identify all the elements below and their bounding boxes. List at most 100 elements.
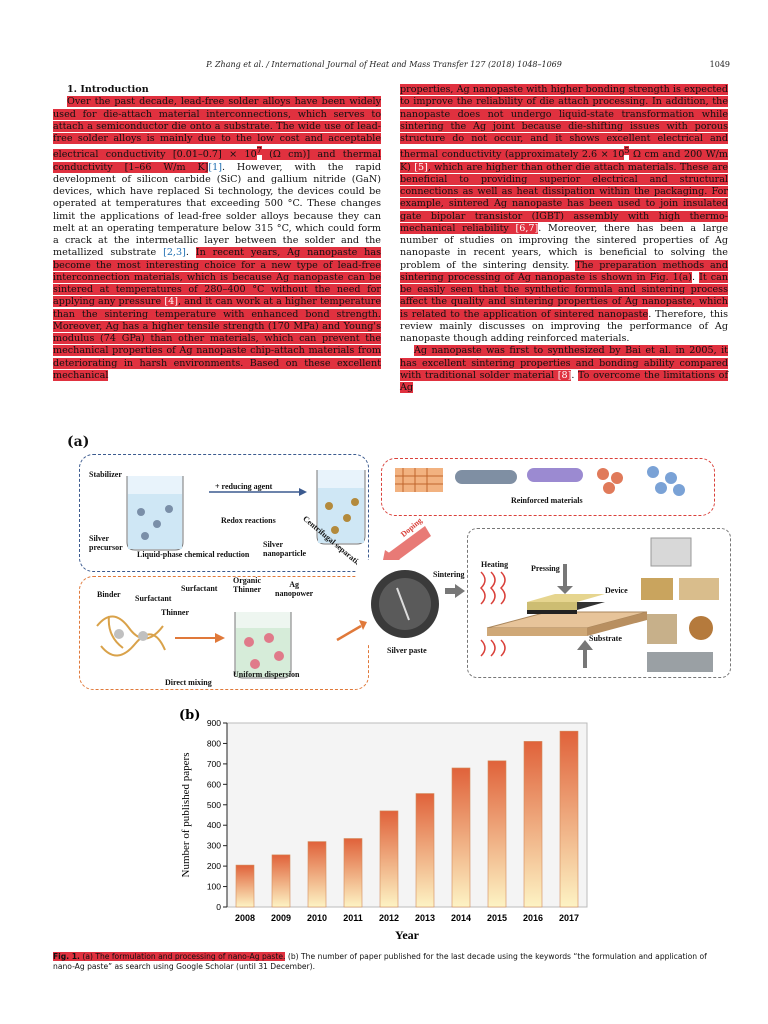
journal-citation: P. Zhang et al. / International Journal … [206,60,562,69]
intro-paragraph-1: Over the past decade, lead-free solder a… [53,96,381,382]
highlight: Over the past decade, lead-free solder a… [53,96,381,161]
device-photo [650,537,692,567]
body-text: . However, with the rapid development of… [53,161,381,259]
body-text: . Moreover, there has been a large numbe… [400,222,728,271]
section-heading: 1. Introduction [67,84,149,95]
running-header: P. Zhang et al. / International Journal … [0,60,768,74]
beaker-icon [316,470,366,545]
label-direct-mixing: Direct mixing [165,678,212,687]
highlight: , and it can work at a higher temperatur… [53,296,381,381]
liquid-phase-illustration [126,470,366,551]
citation-link[interactable]: [5] [414,161,428,173]
reinforced-materials-box [381,458,715,516]
sintering-process-box [467,528,731,678]
label-liquid-phase: Liquid-phase chemical reduction [137,550,250,559]
binder-icon [96,615,166,657]
y-tick-label: 0 [216,902,221,912]
y-tick-label: 300 [207,841,221,851]
citation-link[interactable]: [8] [557,369,572,381]
device-photo [647,614,677,644]
citation-link[interactable]: [6,7] [515,222,539,234]
x-tick-label: 2012 [379,913,399,923]
sintering-process-illustration [479,537,719,672]
y-tick-label: 500 [207,800,221,810]
citation-link[interactable]: [2,3] [163,247,186,259]
figure-1a: (a) Stabilizer + reducing agent Redox re… [53,434,731,690]
superscript: 7 [256,146,262,156]
label-redox: Redox reactions [221,516,276,525]
left-column: 1. Introduction Over the past decade, le… [53,84,381,382]
label-organic-thinner: Organic Thinner [233,576,262,594]
heating-icon [479,571,506,657]
y-tick-label: 700 [207,759,221,769]
x-tick-label: 2008 [235,913,255,923]
x-tick-label: 2010 [307,913,327,923]
y-axis: 0 100 200 300 400 500 600 700 800 900 [207,718,227,912]
citation-link[interactable]: [4] [164,296,178,308]
sintering-arrow [445,584,465,598]
caption-text: (b) The number of paper published for th… [53,952,707,971]
panel-label-b: (b) [179,708,200,723]
highlight: , which are higher than other die attach… [400,161,728,234]
caption-label: Fig. 1. [53,952,80,961]
device-photo [679,578,719,600]
x-tick-label: 2015 [487,913,507,923]
label-heating: Heating [481,560,509,569]
figure-caption: Fig. 1. (a) The formulation and processi… [53,952,729,972]
nanotube-icon [527,468,583,482]
label-pressing: Pressing [531,564,560,573]
label-surfactant-2: Surfactant [181,584,218,593]
label-uniform-dispersion: Uniform dispersion [233,670,300,679]
arrow-head [215,633,225,643]
x-tick-label: 2013 [415,913,435,923]
silver-paste-illustration [357,560,453,644]
y-tick-label: 800 [207,738,221,748]
y-tick-label: 200 [207,861,221,871]
bar-2012 [379,810,399,908]
label-silver-paste: Silver paste [387,646,427,655]
body-text: . [571,369,579,381]
beaker-icon [234,612,292,679]
label-silver-nanoparticle: Silver nanoparticle [263,540,307,558]
bar-2011 [343,838,363,908]
intro-paragraph-2: Ag nanopaste was first to synthesized by… [400,345,729,394]
page-number: 1049 [709,60,730,69]
label-stabilizer: Stabilizer [89,470,122,479]
arrow-to-paste [336,620,367,642]
body-text: . [185,247,196,259]
label-silver-precursor: Silver precursor [89,534,123,552]
bar-chart: (b) 0 100 200 300 400 500 600 700 800 900 2008 200… [179,708,588,942]
coin-photo [689,616,713,640]
beaker-icon [126,476,184,551]
superscript: 5 [624,146,630,156]
graphene-icon [395,468,443,492]
bar-2017 [559,730,579,908]
label-binder: Binder [97,590,121,599]
label-sintering: Sintering [433,570,465,579]
bar-2010 [307,841,327,908]
x-axis-label: Year [395,928,420,942]
y-tick-label: 600 [207,779,221,789]
reinforced-materials-illustration [395,466,685,496]
device-photo [641,578,673,600]
liquid-phase-box [79,454,369,572]
bar-2016 [523,741,543,908]
body-text: . [691,271,700,283]
y-tick-label: 900 [207,718,221,728]
bar-2009 [271,854,291,908]
label-ag-nanopower: Ag nanopower [275,580,314,598]
arrow-head [299,488,307,496]
label-reinforced: Reinforced materials [511,496,583,505]
x-tick-label: 2017 [559,913,579,923]
right-column: properties, Ag nanopaste with higher bon… [400,84,729,394]
y-tick-label: 100 [207,882,221,892]
y-tick-label: 400 [207,820,221,830]
nanotube-icon [455,470,517,484]
label-surfactant-1: Surfactant [135,594,172,603]
panel-label-a: (a) [67,434,90,450]
label-substrate: Substrate [589,634,622,643]
bar-2014 [451,767,471,908]
body-text: . Therefore, this review mainly discusse… [400,308,728,345]
bar-2015 [487,760,507,908]
citation-link[interactable]: [1] [208,161,222,173]
